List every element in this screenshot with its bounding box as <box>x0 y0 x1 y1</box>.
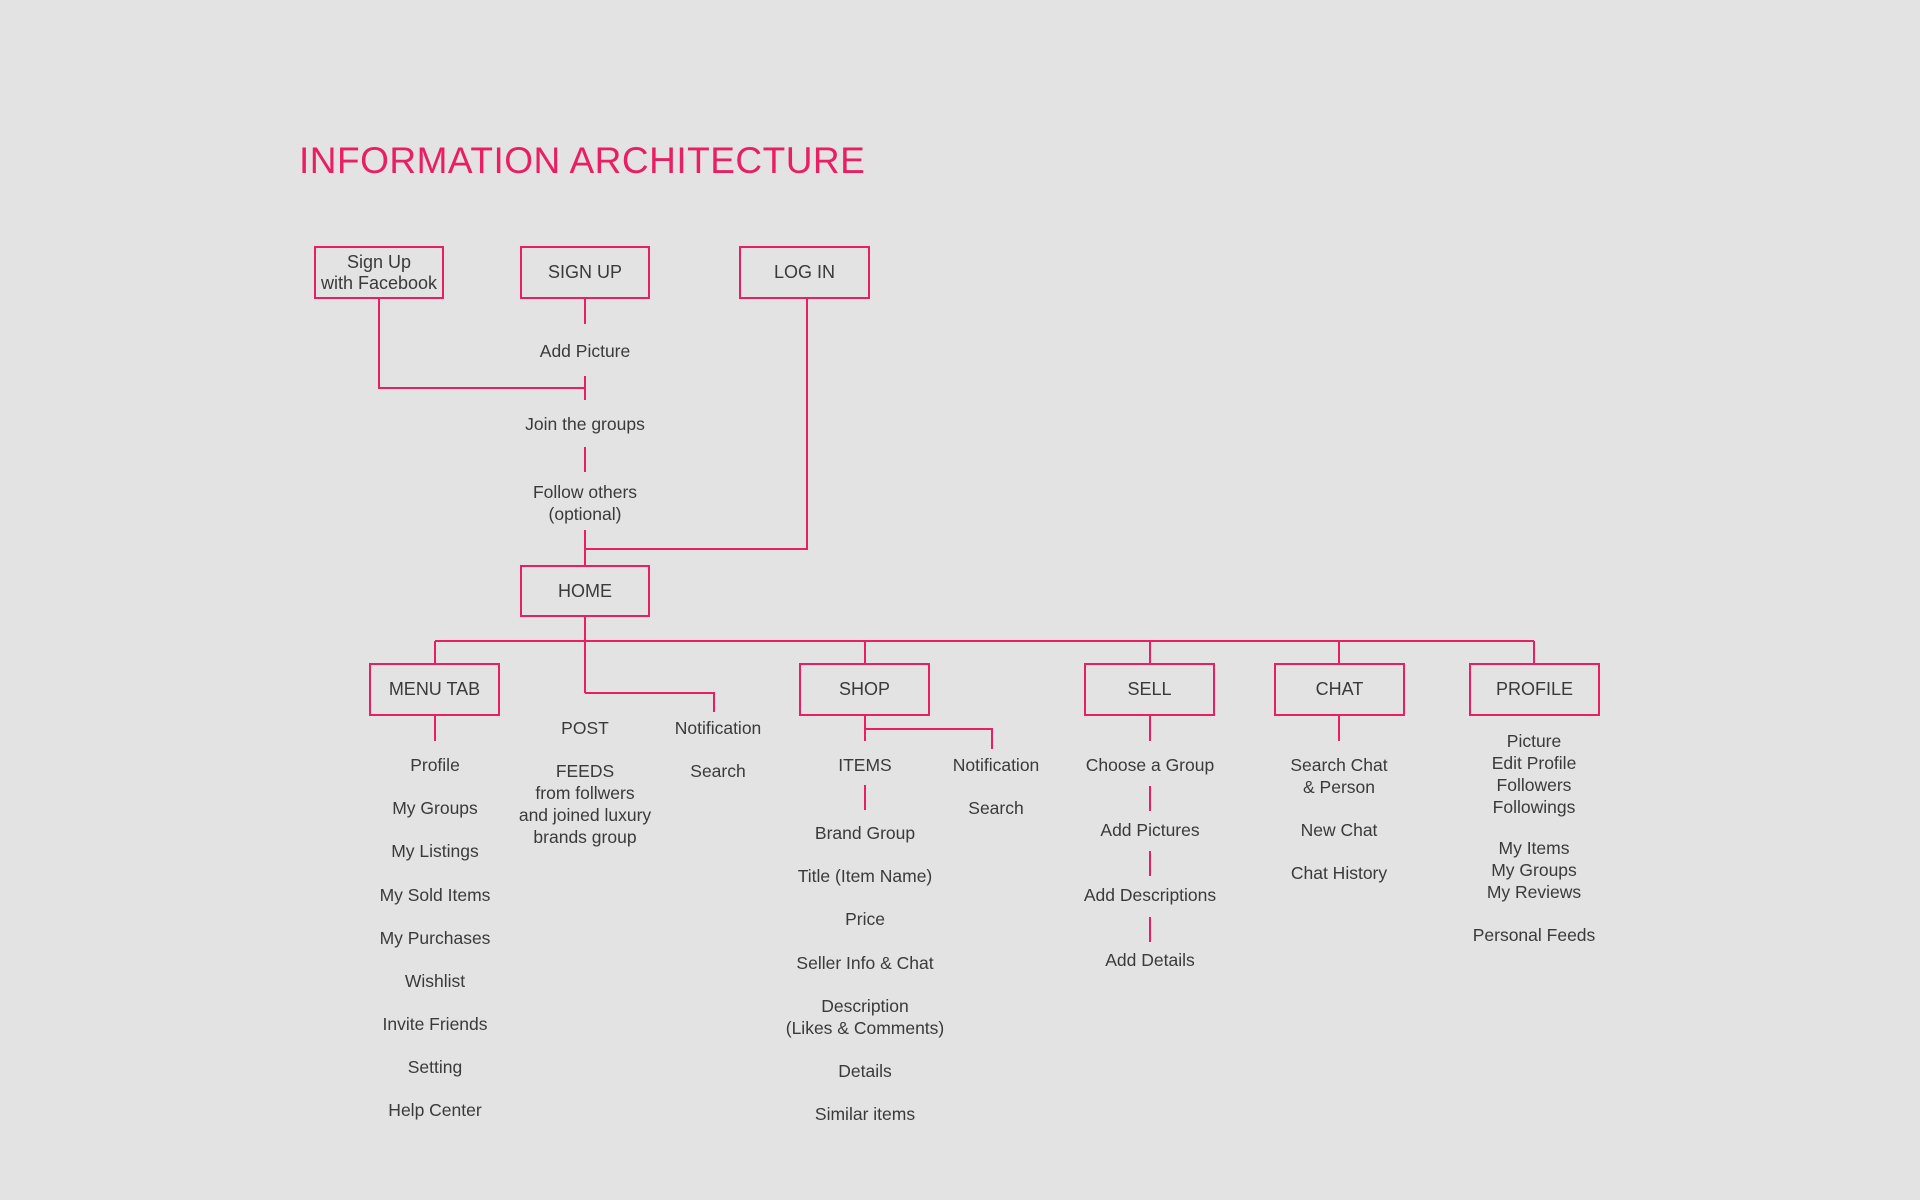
menu-item-my-purchases: My Purchases <box>379 928 491 948</box>
login-box[interactable]: LOG IN <box>739 246 870 299</box>
menu-item-my-listings: My Listings <box>391 841 479 861</box>
sell-step-add-details: Add Details <box>1105 950 1195 970</box>
profile-box[interactable]: PROFILE <box>1469 663 1600 716</box>
sell-step-add-descriptions: Add Descriptions <box>1083 885 1217 905</box>
connector-login-home <box>585 299 808 550</box>
shop-detail-similar-items: Similar items <box>814 1104 916 1124</box>
chat-search-label: Search Chat & Person <box>1290 755 1388 797</box>
shop-detail-price: Price <box>845 909 885 929</box>
menu-item-wishlist: Wishlist <box>404 971 466 991</box>
menu-item-my-groups: My Groups <box>392 798 478 818</box>
sell-box[interactable]: SELL <box>1084 663 1215 716</box>
post-search-label: Search <box>690 761 746 781</box>
sell-step-choose-group: Choose a Group <box>1085 755 1215 775</box>
menu-item-my-sold-items: My Sold Items <box>379 885 491 905</box>
items-label: ITEMS <box>838 755 892 775</box>
chat-box[interactable]: CHAT <box>1274 663 1405 716</box>
shop-detail-brand-group: Brand Group <box>814 823 916 843</box>
profile-info-label: Picture Edit Profile Followers Following… <box>1491 731 1577 817</box>
shop-detail-description: Description (Likes & Comments) <box>785 996 945 1038</box>
add-picture-label: Add Picture <box>539 341 631 361</box>
shop-detail-seller-info: Seller Info & Chat <box>796 953 934 973</box>
menu-item-invite-friends: Invite Friends <box>382 1014 488 1034</box>
connector-shop-notification <box>865 728 993 749</box>
shop-notification-label: Notification <box>952 755 1040 775</box>
shop-detail-title: Title (Item Name) <box>797 866 933 886</box>
shop-box[interactable]: SHOP <box>799 663 930 716</box>
profile-feeds-label: Personal Feeds <box>1472 925 1596 945</box>
post-notification-label: Notification <box>674 718 762 738</box>
shop-search-label: Search <box>968 798 1024 818</box>
menu-tab-box[interactable]: MENU TAB <box>369 663 500 716</box>
menu-item-help-center: Help Center <box>388 1100 482 1120</box>
shop-detail-details: Details <box>838 1061 892 1081</box>
post-label: POST <box>561 718 609 738</box>
chat-new-label: New Chat <box>1300 820 1378 840</box>
connector-facebook <box>378 299 585 389</box>
chat-history-label: Chat History <box>1290 863 1388 883</box>
menu-item-profile: Profile <box>410 755 460 775</box>
signup-box[interactable]: SIGN UP <box>520 246 650 299</box>
feeds-label: FEEDS from follwers and joined luxury br… <box>518 761 652 847</box>
profile-collections-label: My Items My Groups My Reviews <box>1486 838 1582 902</box>
connector-post-notification <box>585 692 715 712</box>
join-groups-label: Join the groups <box>525 414 645 434</box>
signup-facebook-box[interactable]: Sign Up with Facebook <box>314 246 444 299</box>
page-title: INFORMATION ARCHITECTURE <box>299 140 866 181</box>
menu-item-setting: Setting <box>407 1057 463 1077</box>
follow-others-label: Follow others (optional) <box>532 482 638 524</box>
sell-step-add-pictures: Add Pictures <box>1100 820 1200 840</box>
home-box[interactable]: HOME <box>520 565 650 617</box>
